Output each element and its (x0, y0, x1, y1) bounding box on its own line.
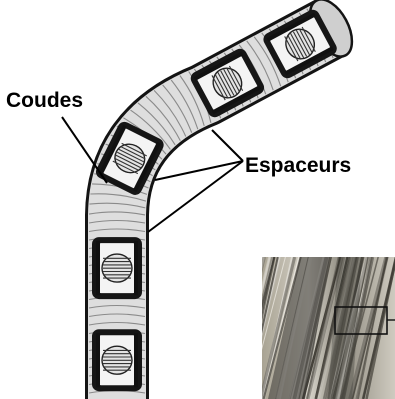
label-spacers: Espaceurs (245, 154, 351, 177)
label-elbows: Coudes (6, 89, 83, 112)
micrograph-photo (228, 257, 395, 399)
spacer-window (93, 238, 141, 298)
spacer-window (93, 330, 141, 390)
spacers-leader-line-1 (212, 130, 243, 161)
